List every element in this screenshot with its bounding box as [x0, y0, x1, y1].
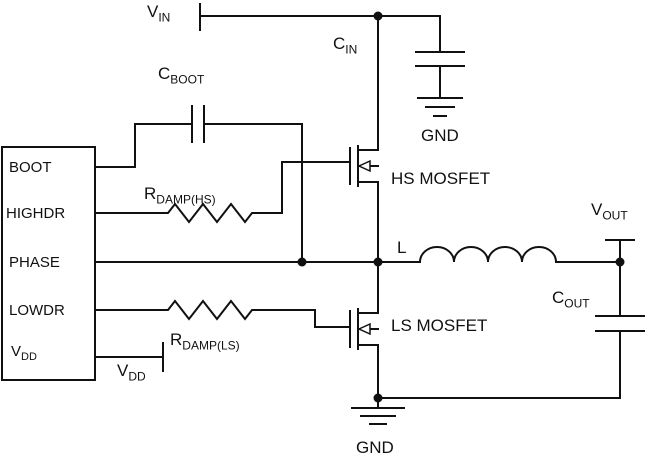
ls-mosfet-label: LS MOSFET [391, 316, 488, 335]
ls-mosfet-symbol [349, 308, 379, 350]
ic-pin-boot: BOOT [9, 159, 52, 176]
cboot-capacitor-plates [191, 105, 205, 143]
inductor-label: L [397, 238, 407, 257]
rdamp-ls-resistor [159, 299, 266, 321]
inductor-coil [418, 246, 558, 264]
hs-mosfet-symbol [349, 145, 379, 187]
ground-bottom-symbol [351, 397, 405, 425]
hs-mosfet-label: HS MOSFET [391, 169, 491, 188]
cboot-to-phase-wire [203, 123, 303, 263]
ic-pin-vdd: VDD [11, 343, 37, 363]
junction-dot-vout [615, 257, 625, 267]
hs-body-arrow [357, 159, 371, 173]
junction-dot-phase [373, 257, 383, 267]
cboot-label: CBOOT [158, 64, 205, 87]
cout-label: COUT [552, 288, 590, 311]
ground-top-symbol [417, 97, 463, 117]
gnd-top-label: GND [421, 126, 459, 145]
vout-label: VOUT [591, 200, 628, 223]
junction-dots [297, 11, 625, 403]
rdamp-ls-label: RDAMP(LS) [170, 330, 240, 353]
hs-gate-wire [264, 161, 351, 214]
boot-wire [94, 123, 193, 168]
cin-label: CIN [333, 34, 358, 57]
ic-pin-highdr: HIGHDR [6, 205, 66, 222]
junction-dot-cboot-phase [297, 257, 307, 267]
vin-label: VIN [147, 2, 171, 25]
gnd-bottom-label: GND [356, 438, 394, 457]
cin-capacitor-plates [415, 51, 465, 67]
ic-pin-lowdr: LOWDR [9, 302, 65, 319]
junction-dot-top [373, 11, 383, 21]
ls-gate-wire [264, 309, 351, 328]
ic-outline [1, 146, 96, 381]
cout-capacitor-plates [595, 315, 645, 332]
vdd-supply-label: VDD [117, 361, 146, 384]
rdamp-hs-label: RDAMP(HS) [144, 184, 216, 207]
junction-dot-ground [373, 393, 383, 403]
rdamp-hs-resistor [159, 202, 266, 224]
ic-pin-phase: PHASE [9, 254, 60, 271]
ls-body-arrow [357, 322, 371, 336]
